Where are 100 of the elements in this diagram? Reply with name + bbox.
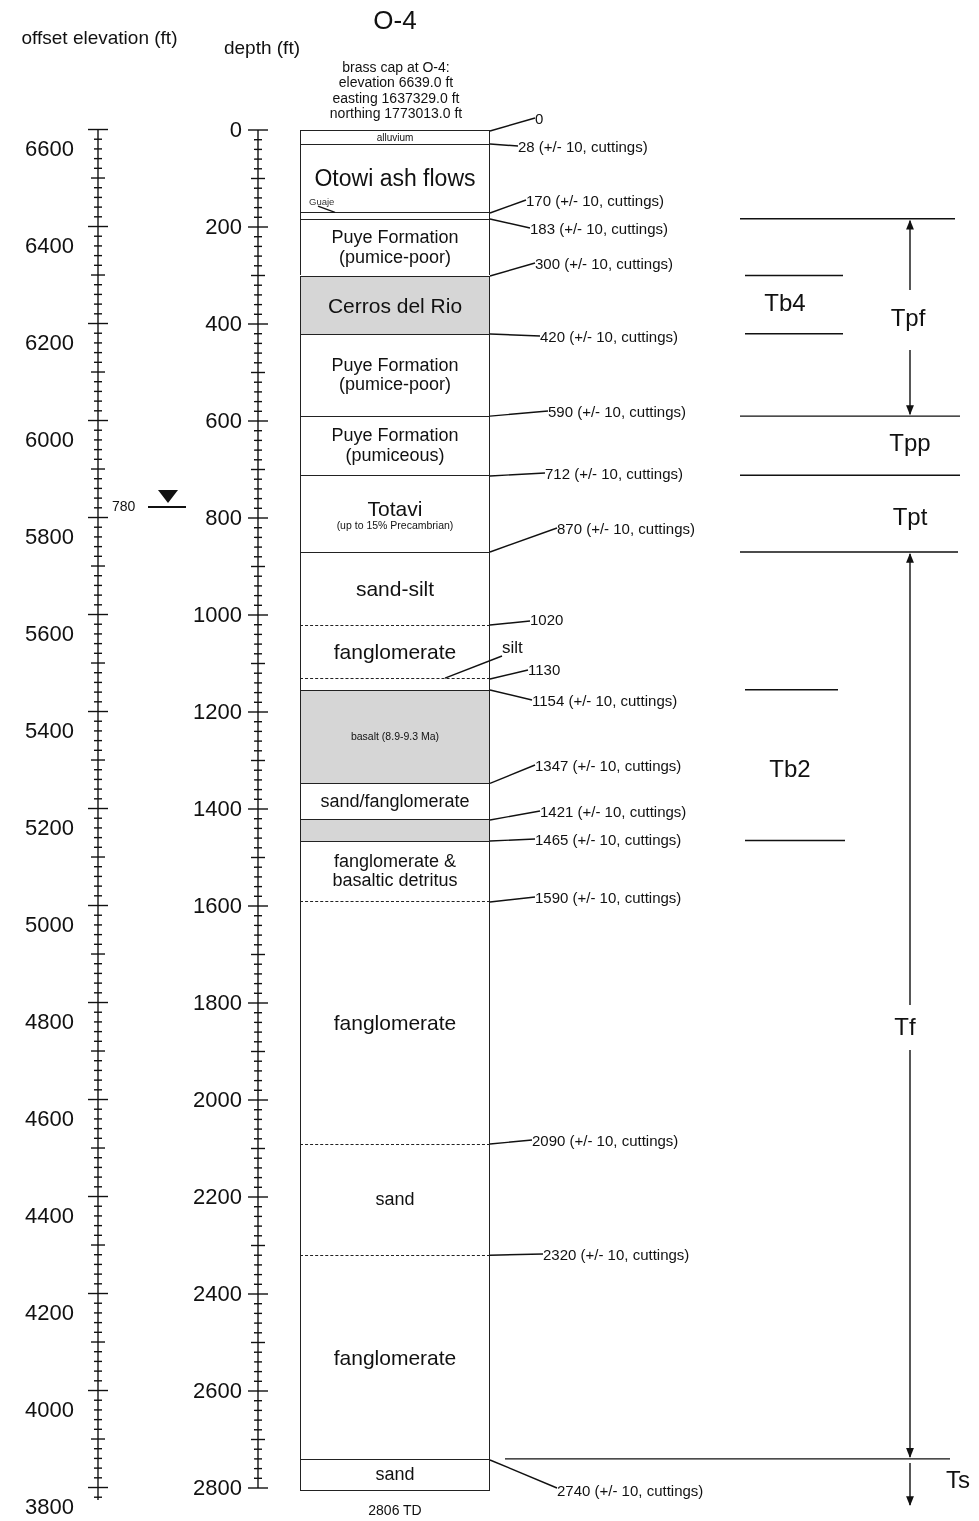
layer-label: fanglomerate [333, 640, 457, 664]
depth-label: 170 (+/- 10, cuttings) [526, 191, 664, 209]
unit-label: Tb4 [764, 289, 806, 317]
rock-layer [300, 819, 490, 841]
elevation-tick-label: 5800 [25, 524, 74, 549]
leader-line [489, 1459, 558, 1489]
leader-line [489, 810, 541, 821]
depth-label: 1590 (+/- 10, cuttings) [535, 888, 682, 906]
rock-layer [300, 218, 490, 276]
layer-label: sand/fanglomerate [320, 791, 470, 812]
rock-layer [300, 416, 490, 476]
depth-tick-label: 200 [205, 214, 242, 240]
depth-label: 1020 [530, 610, 564, 628]
unit-label: Tpp [889, 429, 931, 457]
rock-layer [300, 689, 490, 784]
layer-label: fanglomerate [333, 1346, 457, 1370]
leader-line [489, 143, 519, 147]
elevation-tick-label: 6000 [25, 427, 74, 452]
axis-title: offset elevation (ft) [20, 27, 179, 49]
depth-tick-label: 0 [229, 117, 242, 143]
layer-label: alluvium [376, 131, 414, 143]
depth-tick-label: 600 [205, 408, 242, 434]
unit-label: Tpf [890, 304, 926, 332]
depth-label: 420 (+/- 10, cuttings) [540, 327, 678, 345]
axis-title: depth (ft) [222, 37, 301, 59]
depth-label: 1465 (+/- 10, cuttings) [535, 830, 682, 848]
depth-label: 1347 (+/- 10, cuttings) [535, 756, 682, 774]
depth-tick-label: 2800 [193, 1475, 242, 1501]
rock-layer [300, 475, 490, 552]
leader-line [489, 669, 529, 680]
layer-label: Cerros del Rio [327, 293, 463, 317]
layer-label: basalt (8.9-9.3 Ma) [350, 731, 440, 743]
rock-layer [300, 840, 490, 902]
elevation-tick-label: 4400 [25, 1203, 74, 1228]
leader-line [489, 218, 531, 229]
leader-line [489, 764, 536, 784]
depth-label: 590 (+/- 10, cuttings) [548, 402, 686, 420]
unit-label: Tpt [892, 503, 928, 531]
elevation-tick-label: 5400 [25, 718, 74, 743]
depth-tick-label: 2600 [193, 1378, 242, 1404]
rock-layer [300, 275, 490, 334]
rock-layer [300, 1458, 490, 1491]
water-level-label: 780 [112, 499, 136, 515]
rock-layer [300, 551, 490, 625]
rock-layer [300, 624, 490, 679]
layer-label: Guaje [309, 195, 335, 207]
leader-line [489, 527, 558, 553]
layer-label: sand [375, 1465, 415, 1485]
elevation-tick-label: 5200 [25, 815, 74, 840]
leader-line [489, 620, 531, 626]
depth-label: 28 (+/- 10, cuttings) [518, 137, 648, 155]
layer-label: fanglomerate [333, 1011, 457, 1035]
leader-line [489, 896, 536, 903]
rock-layer [300, 212, 490, 219]
leader-line [489, 117, 536, 132]
depth-label: 2740 (+/- 10, cuttings) [557, 1481, 704, 1499]
depth-label: 1154 (+/- 10, cuttings) [532, 691, 678, 709]
leader-line [444, 655, 503, 679]
depth-tick-label: 1000 [193, 602, 242, 628]
elevation-tick-label: 5600 [25, 621, 74, 646]
depth-label: 1130 [528, 660, 561, 678]
rock-layer [300, 678, 490, 690]
layer-label: Puye Formation (pumice-poor) [330, 227, 460, 268]
depth-tick-label: 1600 [193, 893, 242, 919]
rock-layer [300, 130, 490, 144]
depth-label: 870 (+/- 10, cuttings) [557, 519, 695, 537]
layer-label: silt [502, 638, 523, 658]
unit-label: Tb2 [769, 755, 811, 783]
depth-label: 183 (+/- 10, cuttings) [530, 219, 668, 237]
depth-tick-label: 2000 [193, 1087, 242, 1113]
layer-label: Puye Formation (pumice-poor) [330, 355, 460, 396]
survey-note: brass cap at O-4: elevation 6639.0 ft easting 1637329.0 ft northing 1773013.0 ft [328, 60, 464, 122]
total-depth-label: 2806 TD [368, 1503, 422, 1519]
elevation-tick-label: 4200 [25, 1300, 74, 1325]
leader-line [489, 410, 549, 417]
depth-tick-label: 2400 [193, 1281, 242, 1307]
leader-line [489, 472, 546, 477]
elevation-tick-label: 6600 [25, 136, 74, 161]
unit-label: Ts [946, 1466, 970, 1494]
layer-note: (up to 15% Precambrian) [336, 519, 454, 532]
rock-layer [300, 901, 490, 1144]
rock-layer [300, 333, 490, 417]
depth-label: 1421 (+/- 10, cuttings) [540, 802, 687, 820]
unit-label: Tf [894, 1013, 916, 1041]
elevation-tick-label: 4800 [25, 1009, 74, 1034]
leader-line [489, 838, 536, 842]
depth-tick-label: 800 [205, 505, 242, 531]
leader-line [489, 262, 536, 277]
elevation-tick-label: 5000 [25, 912, 74, 937]
leader-line [489, 1139, 533, 1145]
leader-line [317, 205, 336, 214]
depth-label: 712 (+/- 10, cuttings) [545, 464, 683, 482]
elevation-tick-label: 6200 [25, 330, 74, 355]
leader-line [489, 689, 533, 701]
rock-layer [300, 1143, 490, 1256]
depth-tick-label: 400 [205, 311, 242, 337]
leader-line [489, 333, 541, 337]
layer-label: Puye Formation (pumiceous) [330, 426, 460, 466]
layer-label: sand-silt [355, 577, 435, 601]
leader-line [489, 1253, 544, 1256]
